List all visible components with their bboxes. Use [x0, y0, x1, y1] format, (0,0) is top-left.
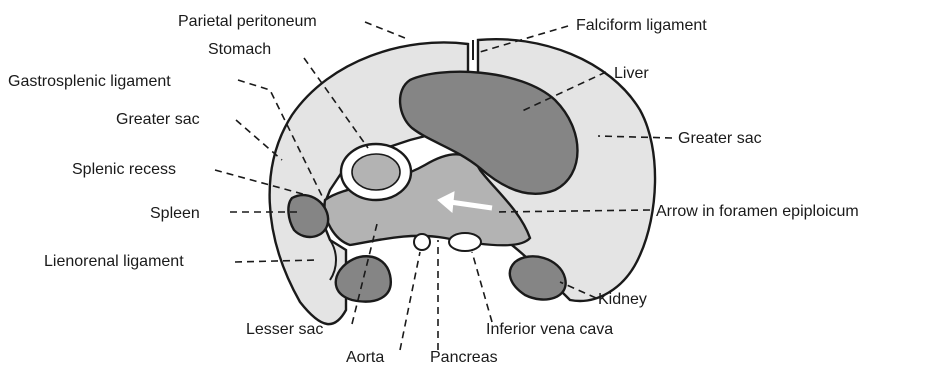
label-lesser-sac: Lesser sac — [246, 321, 323, 338]
leader-inferior-vena-cava — [472, 252, 492, 322]
label-kidney: Kidney — [598, 291, 647, 308]
label-gastrosplenic-ligament: Gastrosplenic ligament — [8, 73, 171, 90]
label-lienorenal-ligament: Lienorenal ligament — [44, 253, 184, 270]
label-splenic-recess: Splenic recess — [72, 161, 176, 178]
stomach-inner — [352, 154, 400, 190]
label-arrow-foramen: Arrow in foramen epiploicum — [656, 203, 859, 220]
aorta-shape — [414, 234, 430, 250]
leader-greater-sac-left — [236, 120, 282, 160]
label-stomach: Stomach — [208, 41, 271, 58]
label-pancreas: Pancreas — [430, 349, 498, 366]
leader-aorta — [400, 252, 420, 350]
leader-parietal-peritoneum — [365, 22, 405, 38]
label-spleen: Spleen — [150, 205, 200, 222]
label-greater-sac-right: Greater sac — [678, 130, 762, 147]
label-parietal-peritoneum: Parietal peritoneum — [178, 13, 317, 30]
label-greater-sac-left: Greater sac — [116, 111, 200, 128]
inferior-vena-cava-shape — [449, 233, 481, 251]
label-liver: Liver — [614, 65, 649, 82]
label-inferior-vena-cava: Inferior vena cava — [486, 321, 613, 338]
label-falciform-ligament: Falciform ligament — [576, 17, 707, 34]
label-aorta: Aorta — [346, 349, 384, 366]
